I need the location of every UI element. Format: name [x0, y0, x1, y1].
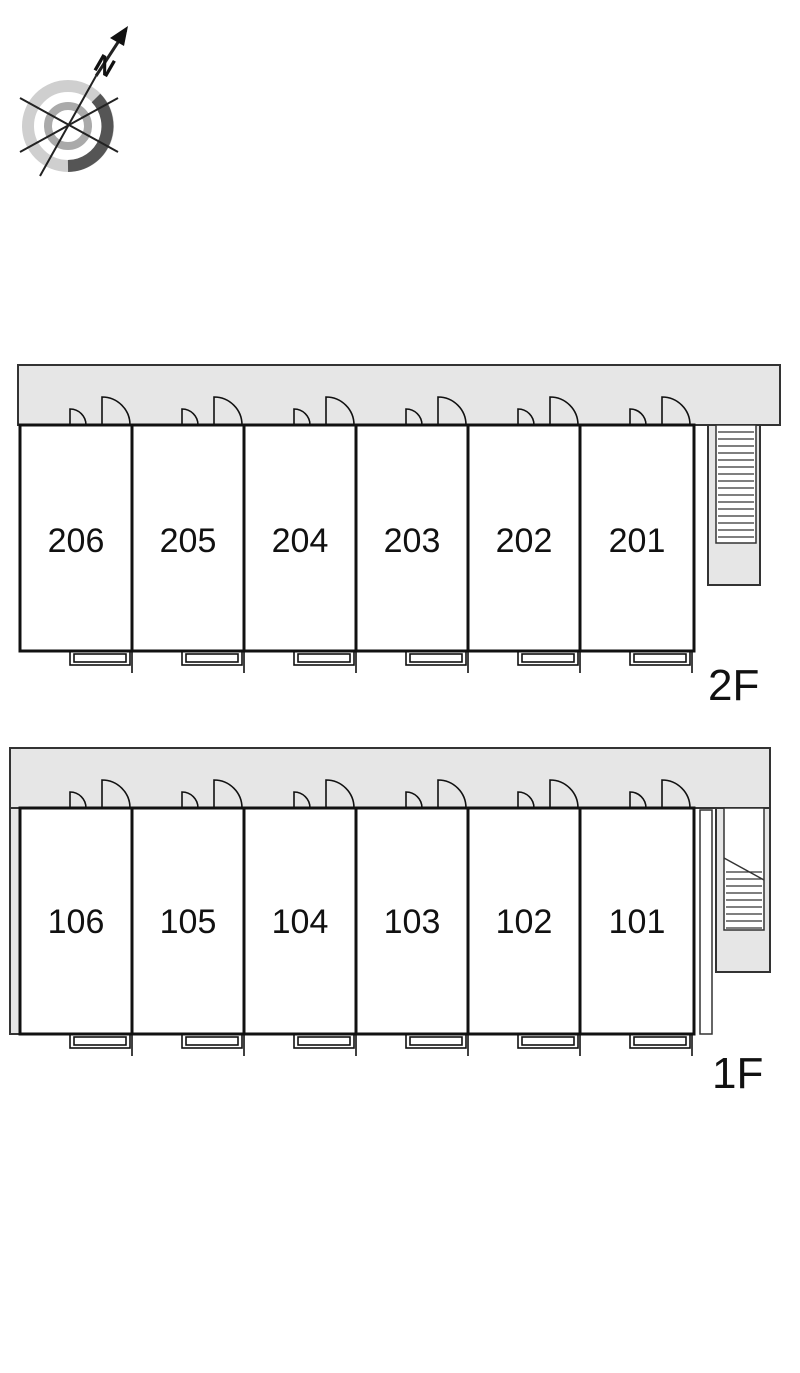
- compass-icon: N: [19, 26, 128, 177]
- balconies-2f: [69, 650, 693, 673]
- unit-number: 105: [160, 903, 217, 941]
- door-swing-icon: [293, 779, 355, 809]
- unit-105: 105: [130, 806, 246, 1036]
- north-arrow-icon: [110, 26, 128, 46]
- door-swing-icon: [181, 779, 243, 809]
- unit-206: 206: [18, 423, 134, 653]
- unit-203: 203: [354, 423, 470, 653]
- door-swing-icon: [405, 779, 467, 809]
- balcony: [69, 650, 133, 673]
- door-swing-icon: [69, 396, 131, 426]
- balcony: [69, 1033, 133, 1056]
- north-label: N: [89, 48, 120, 83]
- door-swing-icon: [629, 779, 691, 809]
- door-swing-icon: [181, 396, 243, 426]
- unit-row-2f: 206 205 204 203 202 201: [18, 423, 696, 653]
- floor-label-2f: 2F: [708, 661, 759, 710]
- unit-number: 206: [48, 522, 105, 560]
- unit-205: 205: [130, 423, 246, 653]
- door-swing-icon: [517, 396, 579, 426]
- door-swings-2f: [69, 396, 691, 426]
- floor-label-1f: 1F: [712, 1049, 763, 1098]
- floor-2f: 206 205 204 203 202 201: [17, 364, 781, 710]
- balconies-1f: [69, 1033, 693, 1056]
- unit-number: 104: [272, 903, 329, 941]
- corridor-1f: [9, 747, 771, 809]
- balcony: [517, 1033, 581, 1056]
- door-swing-icon: [69, 779, 131, 809]
- balcony: [405, 650, 469, 673]
- unit-number: 101: [609, 903, 666, 941]
- unit-201: 201: [578, 423, 696, 653]
- unit-row-1f: 106 105 104 103 102 101: [18, 806, 696, 1036]
- unit-number: 102: [496, 903, 553, 941]
- door-swings-1f: [69, 779, 691, 809]
- unit-number: 201: [609, 522, 666, 560]
- unit-103: 103: [354, 806, 470, 1036]
- balcony: [293, 650, 357, 673]
- unit-202: 202: [466, 423, 582, 653]
- unit-number: 106: [48, 903, 105, 941]
- unit-number: 103: [384, 903, 441, 941]
- door-swing-icon: [405, 396, 467, 426]
- unit-number: 203: [384, 522, 441, 560]
- balcony: [405, 1033, 469, 1056]
- balcony: [629, 650, 693, 673]
- unit-number: 204: [272, 522, 329, 560]
- balcony: [629, 1033, 693, 1056]
- door-swing-icon: [517, 779, 579, 809]
- unit-number: 205: [160, 522, 217, 560]
- unit-104: 104: [242, 806, 358, 1036]
- floor-1f: 106 105 104 103 102 101: [9, 747, 771, 1098]
- unit-204: 204: [242, 423, 358, 653]
- balcony: [181, 650, 245, 673]
- door-swing-icon: [293, 396, 355, 426]
- unit-101: 101: [578, 806, 696, 1036]
- unit-number: 202: [496, 522, 553, 560]
- door-swing-icon: [629, 396, 691, 426]
- unit-102: 102: [466, 806, 582, 1036]
- corridor-2f: [17, 364, 781, 426]
- balcony: [293, 1033, 357, 1056]
- balcony: [181, 1033, 245, 1056]
- balcony: [517, 650, 581, 673]
- unit-106: 106: [18, 806, 134, 1036]
